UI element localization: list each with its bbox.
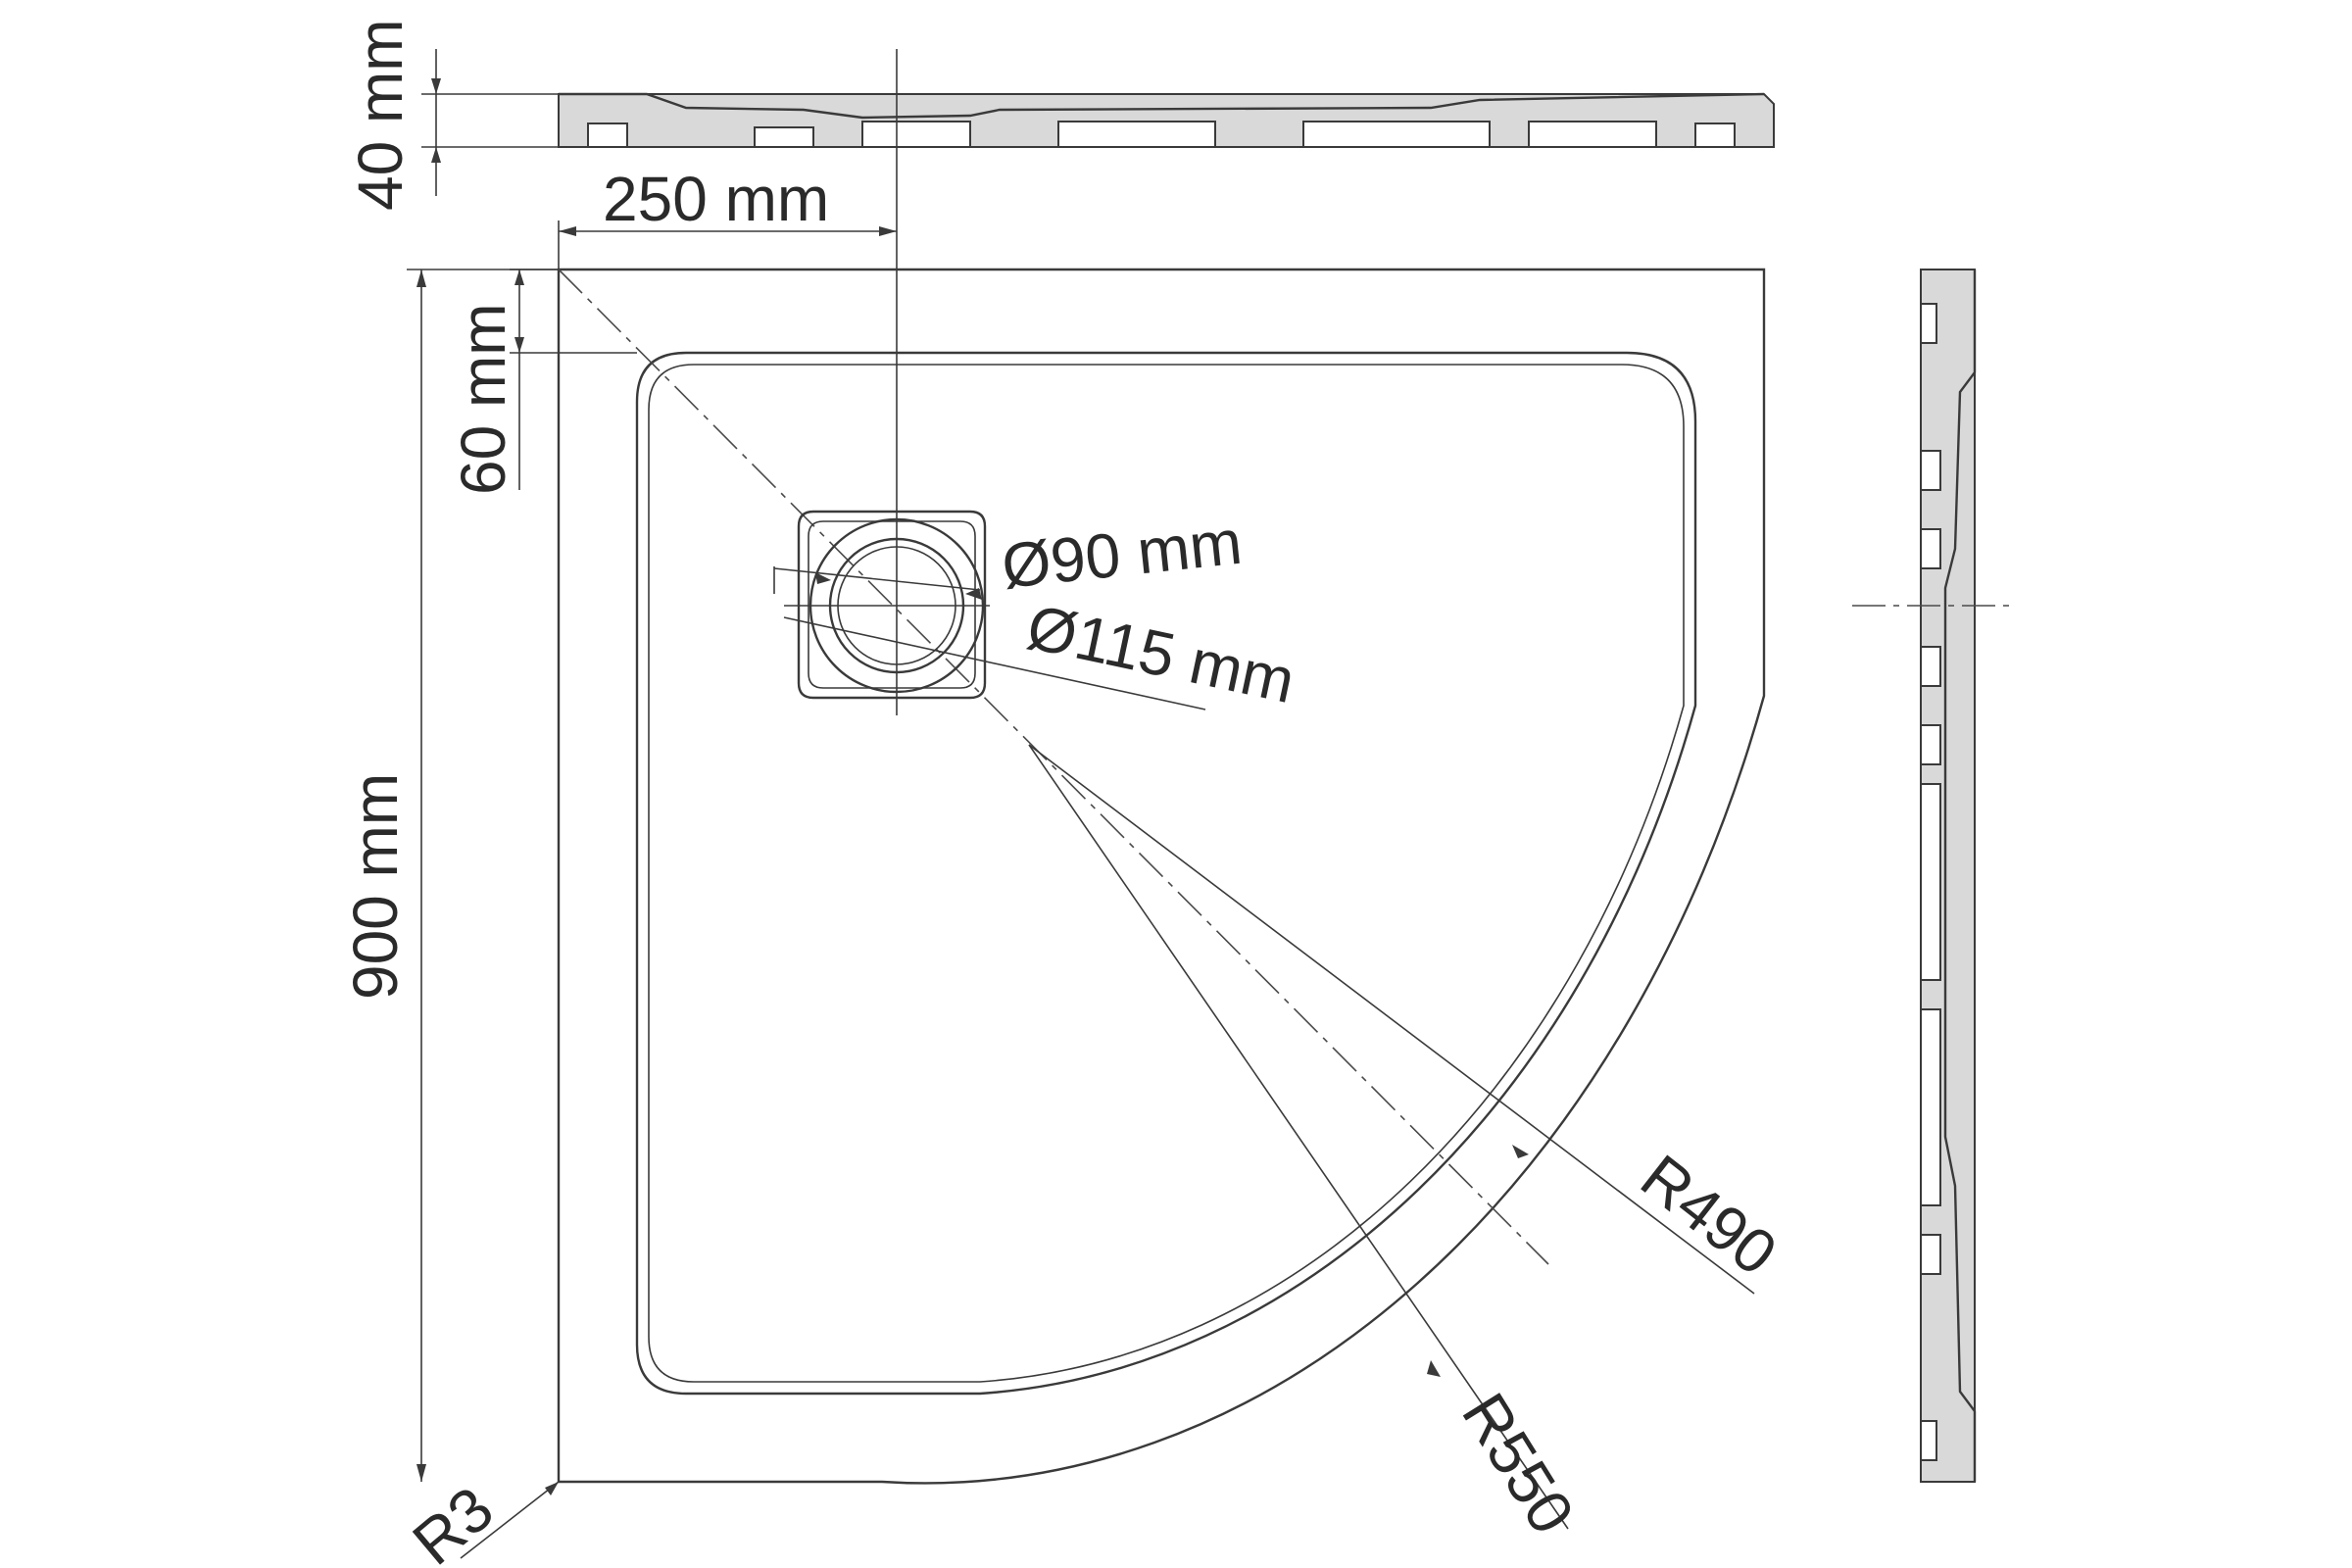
corner-radius-label: R3 [400,1473,507,1568]
corner-radius-dimension: R3 [400,1473,560,1568]
side-profile-cavities [1920,303,1941,1461]
side-section-profile [1852,269,2009,1483]
radius-dimensions: R490 R550 [1028,744,1789,1545]
outer-radius-label: R550 [1448,1381,1588,1545]
drain-square-grate [797,510,987,700]
tray-outer-outline [557,268,1766,1485]
diagonal-centerline [558,269,1549,1265]
inner-radius-label: R490 [1628,1141,1789,1289]
tray-inner-basin-offset [648,364,1685,1383]
drain-diameter-dimensions: Ø90 mm Ø115 mm [773,507,1300,716]
overall-side-label: 900 mm [340,773,411,1000]
overall-side-dimension: 900 mm [340,269,559,1482]
rim-width-label: 60 mm [448,303,518,495]
drain-inner-diameter-label: Ø90 mm [999,507,1246,602]
drain-square-inner [808,520,976,689]
top-profile-cavities [587,121,1736,148]
top-section-profile [558,49,1775,715]
top-profile-surface [559,92,1765,120]
drain-offset-dimension: 250 mm [558,164,897,270]
outer-radius-leader [1028,744,1569,1530]
tray-inner-basin [635,351,1697,1396]
profile-height-label: 40 mm [345,19,416,211]
drain-offset-label: 250 mm [603,164,829,234]
plan-view [557,268,1766,1485]
drain-outer-diameter-label: Ø115 mm [1021,591,1300,716]
profile-height-dimension: 40 mm [345,19,559,211]
rim-width-dimension: 60 mm [448,269,637,495]
side-profile-surface [1943,270,1977,1482]
drain-assembly [784,510,990,700]
inner-radius-leader [1028,744,1755,1295]
